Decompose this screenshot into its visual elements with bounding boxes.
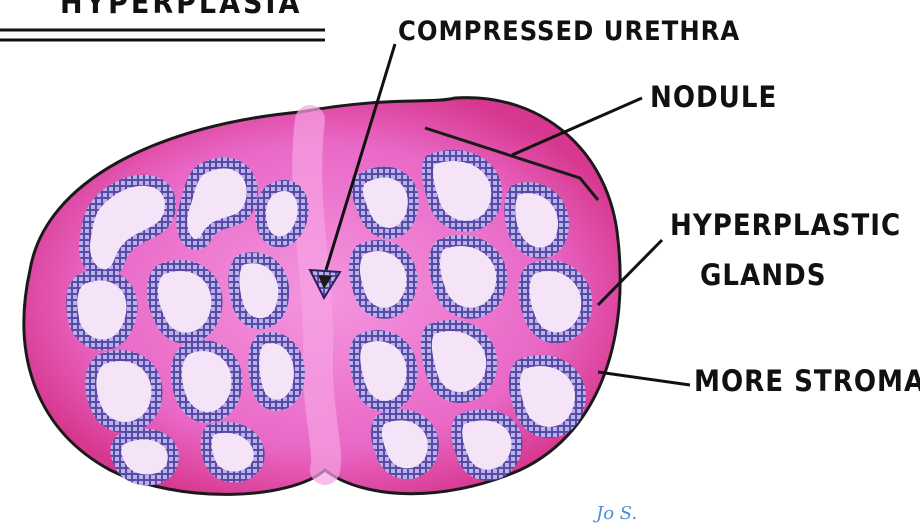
gland: [116, 434, 173, 480]
gland: [358, 172, 414, 233]
gland: [510, 188, 564, 253]
label-nodule: NODULE: [650, 80, 777, 114]
gland: [206, 427, 259, 477]
label-more-stroma: MORE STROMA: [694, 364, 920, 398]
leader-stroma: [598, 372, 690, 385]
glands-right-lobe: [354, 156, 586, 476]
diagram-title: HYPERPLASIA: [60, 0, 302, 21]
gland: [514, 361, 580, 433]
gland: [254, 338, 300, 405]
label-compressed-urethra: COMPRESSED URETHRA: [398, 16, 740, 47]
gland: [234, 258, 284, 324]
label-hyperplastic-glands-line2: GLANDS: [700, 258, 827, 292]
gland: [355, 336, 412, 407]
gland: [428, 156, 497, 227]
gland: [426, 326, 491, 398]
title-underline: [0, 30, 325, 40]
gland: [176, 346, 237, 418]
gland: [457, 415, 517, 475]
gland: [260, 185, 303, 241]
gland: [72, 275, 132, 345]
label-hyperplastic-glands-line1: HYPERPLASTIC: [670, 208, 901, 242]
gland: [354, 246, 412, 314]
gland: [376, 415, 433, 474]
gland: [91, 356, 157, 428]
gland: [434, 241, 501, 314]
gland: [153, 266, 217, 339]
gland: [524, 266, 587, 338]
